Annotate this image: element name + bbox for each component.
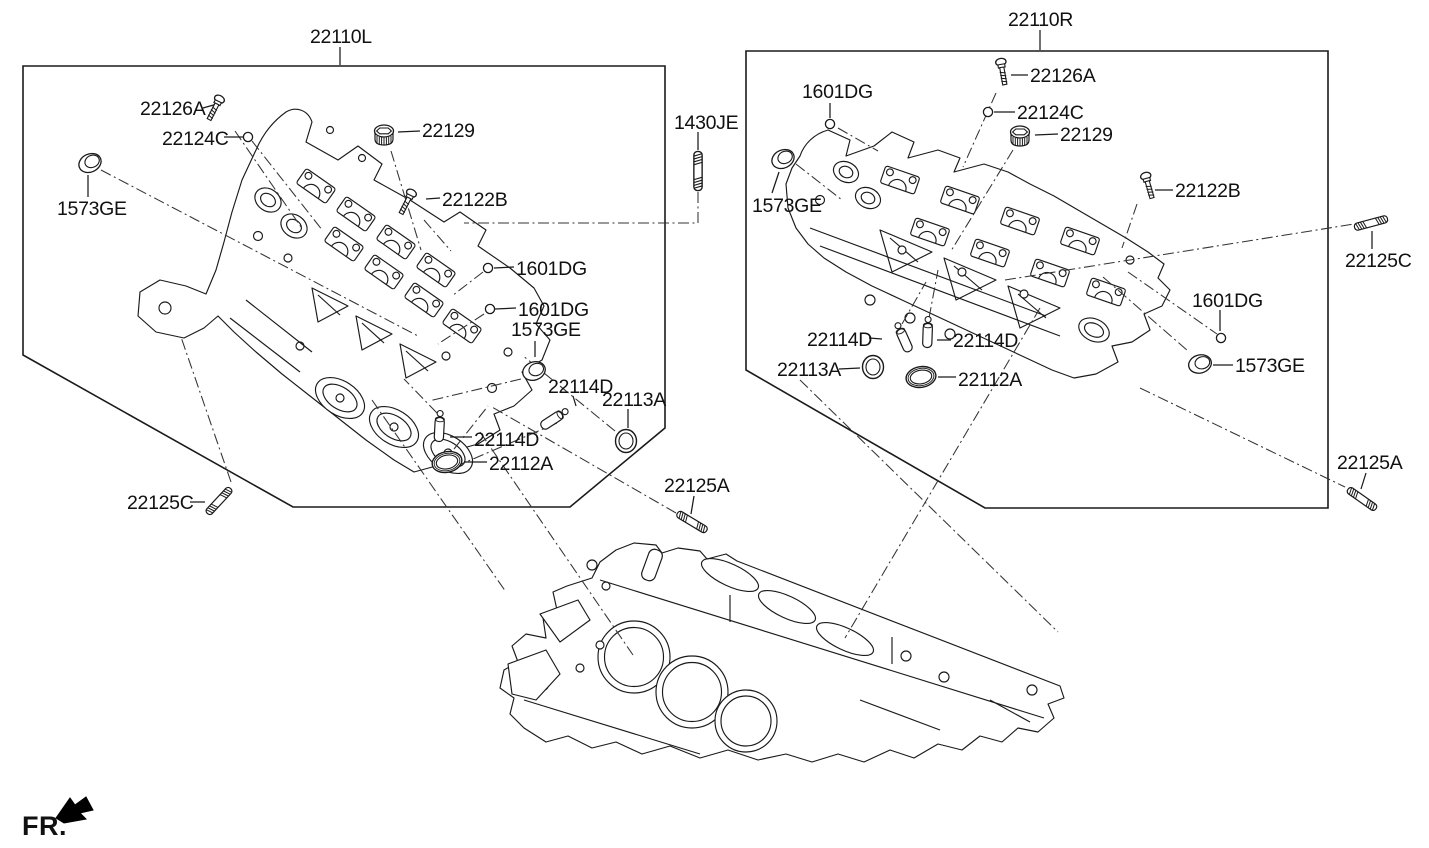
stud-bolt-icon [204,485,234,517]
leader-line [844,307,1041,639]
part-label-22114D-R1[interactable]: 22114D [807,329,873,351]
part-label-1573GE-R2[interactable]: 1573GE [1235,355,1305,377]
leader-line [491,406,677,514]
part-label-22114D-L2[interactable]: 22114D [474,429,540,451]
connector-line [690,495,695,515]
engine-block-drawing [499,542,1065,763]
connector-line [572,395,577,407]
part-label-22124C-R[interactable]: 22124C [1017,102,1084,124]
leader-line [837,127,879,152]
part-label-22122B-R[interactable]: 22122B [1175,180,1241,202]
pin-hole-icon [484,303,496,315]
stud-bolt-icon [1345,485,1379,513]
leader-line [1004,223,1355,281]
leader-line [371,399,507,593]
leader-line [1102,276,1189,352]
leader-line [451,422,558,469]
right-cylinder-head-drawing [785,129,1171,379]
pin-hole-icon [824,118,836,130]
stud-bolt-icon [693,150,703,192]
connector-line [838,367,861,370]
leader-line [795,163,843,201]
connector-line [494,307,517,310]
connector-line [493,266,515,269]
part-label-22110R[interactable]: 22110R [1008,9,1074,31]
part-label-22113A-R[interactable]: 22113A [777,359,842,381]
valve-guide-icon [891,320,915,354]
right-head-outline-box [745,50,1329,509]
leader-line [479,431,634,656]
part-label-1430JE[interactable]: 1430JE [674,112,739,134]
left-head-outline-box [22,65,666,508]
part-label-22125A-C[interactable]: 22125A [664,475,730,497]
valve-seat-ring-icon [614,428,638,454]
leader-line [390,150,422,251]
valve-guide-icon [921,315,934,349]
leader-line [1127,271,1218,335]
leader-line [1121,203,1138,249]
part-label-1601DG-L2[interactable]: 1601DG [518,299,589,321]
leader-line [1139,387,1346,488]
leader-line [437,313,485,345]
part-label-1601DG-L1[interactable]: 1601DG [516,258,587,280]
connector-line [1034,133,1059,136]
connector-line [425,197,441,200]
left-cylinder-head-drawing [137,108,551,475]
part-label-22113A-L[interactable]: 22113A [602,389,667,411]
part-label-22124C-L[interactable]: 22124C [162,128,229,150]
part-label-22125C-L[interactable]: 22125C [127,492,194,514]
cup-plug-icon [1185,351,1215,377]
connector-line [397,130,421,133]
stud-bolt-icon [1353,214,1389,232]
part-label-22122B-L[interactable]: 22122B [442,189,508,211]
part-label-22114D-L1[interactable]: 22114D [548,376,614,398]
connector-line [868,337,883,340]
part-label-22129-L[interactable]: 22129 [422,120,475,142]
cup-plug-icon [75,149,105,177]
part-label-22125A-R[interactable]: 22125A [1337,452,1403,474]
leader-line [928,269,939,319]
connector-line [771,171,780,194]
bolt-icon [994,56,1011,87]
part-label-22126A-R[interactable]: 22126A [1030,65,1096,87]
leader-line [428,378,522,402]
leader-line [251,140,324,232]
washer-icon [242,131,254,143]
part-label-22125C-R[interactable]: 22125C [1345,250,1412,272]
pin-hole-icon [482,262,494,274]
part-label-1573GE-L2[interactable]: 1573GE [511,319,581,341]
leader-line [464,192,699,224]
valve-guide-icon [538,405,571,432]
part-label-22129-R[interactable]: 22129 [1060,124,1113,146]
seat-ring-icon [903,363,939,391]
part-label-1601DG-R2[interactable]: 1601DG [1192,290,1263,312]
leader-line [799,379,1059,633]
valve-seat-ring-icon [861,354,885,380]
part-label-1601DG-R1[interactable]: 1601DG [802,81,873,103]
part-label-22112A-L[interactable]: 22112A [489,453,554,475]
oil-plug-icon [1009,125,1031,147]
part-label-22114D-R2[interactable]: 22114D [953,330,1019,352]
part-label-22112A-R[interactable]: 22112A [958,369,1023,391]
leader-line [901,281,927,325]
oil-plug-icon [373,124,395,146]
bolt-icon [1139,170,1158,201]
pin-hole-icon [1215,332,1227,344]
fr-direction-arrow-icon [55,796,94,824]
leader-line [403,378,438,414]
part-label-1573GE-L1[interactable]: 1573GE [57,198,127,220]
leader-line [453,405,489,450]
leader-line [180,336,232,483]
part-label-22110L[interactable]: 22110L [310,26,373,48]
leader-line [451,271,484,297]
stud-bolt-icon [674,509,710,535]
washer-icon [982,106,994,118]
bolt-icon [203,92,227,123]
leader-line [962,92,997,168]
connector-line [1360,472,1367,490]
leader-line [423,219,452,252]
part-label-1573GE-R1[interactable]: 1573GE [752,195,822,217]
part-label-22126A-L[interactable]: 22126A [140,98,206,120]
